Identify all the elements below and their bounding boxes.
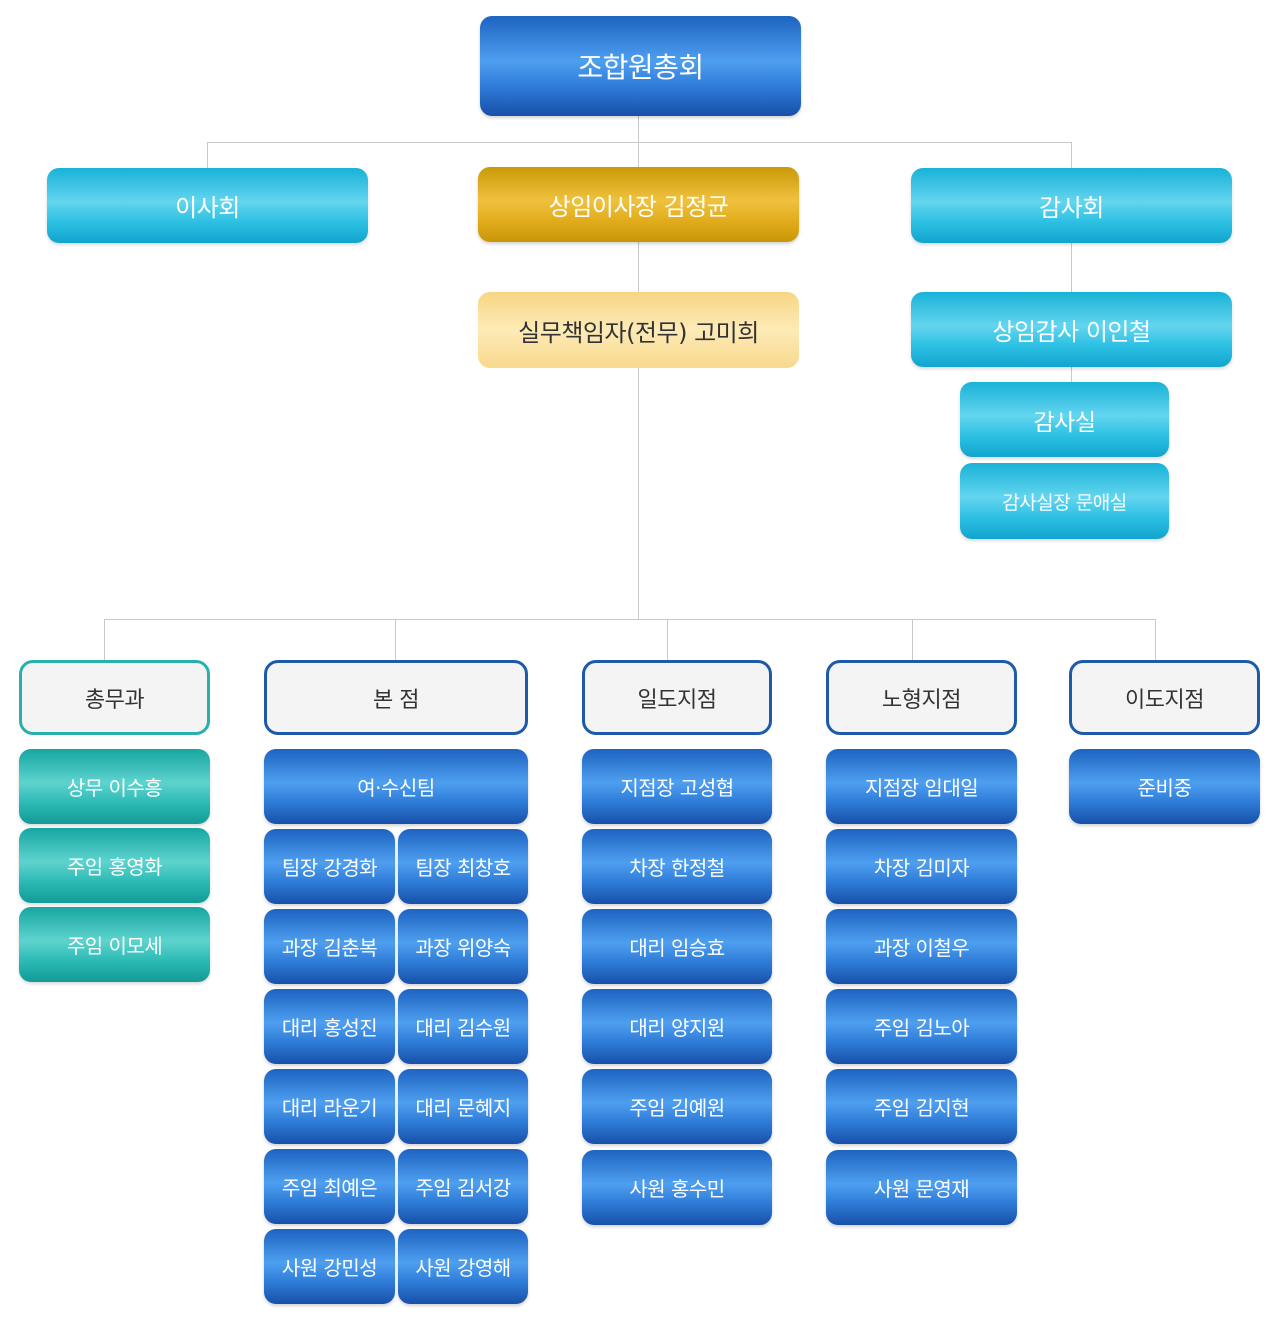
staff-box: 차장 한정철 (582, 829, 772, 904)
audit-committee-box: 감사회 (911, 168, 1232, 243)
connector-line (104, 619, 1156, 620)
connector-line (1155, 619, 1156, 662)
staff-box: 대리 라운기 (264, 1069, 395, 1144)
connector-line (104, 619, 105, 662)
executive-director-box: 실무책임자(전무) 고미희 (478, 292, 799, 368)
connector-line (1071, 142, 1072, 382)
chairman-box: 상임이사장 김정균 (478, 167, 799, 242)
general-assembly-box: 조합원총회 (480, 16, 801, 116)
staff-box: 과장 김춘복 (264, 909, 395, 984)
audit-office-box: 감사실 (960, 382, 1169, 457)
staff-box: 주임 홍영화 (19, 828, 210, 903)
staff-box: 대리 문혜지 (398, 1069, 528, 1144)
staff-box: 준비중 (1069, 749, 1260, 824)
staff-box: 대리 임승효 (582, 909, 772, 984)
audit-office-head-box: 감사실장 문애실 (960, 463, 1169, 539)
staff-box: 팀장 강경화 (264, 829, 395, 904)
connector-line (912, 619, 913, 662)
staff-box: 팀장 최창호 (398, 829, 528, 904)
dept-ido-branch: 이도지점 (1069, 660, 1260, 735)
staff-box: 사원 홍수민 (582, 1150, 772, 1225)
dept-nohyeong-branch: 노형지점 (826, 660, 1017, 735)
board-of-directors-box: 이사회 (47, 168, 368, 243)
staff-box: 대리 양지원 (582, 989, 772, 1064)
staff-box: 주임 김서강 (398, 1149, 528, 1224)
standing-auditor-box: 상임감사 이인철 (911, 292, 1232, 367)
staff-box: 대리 김수원 (398, 989, 528, 1064)
staff-box: 과장 이철우 (826, 909, 1017, 984)
connector-line (395, 619, 396, 662)
dept-head-office: 본 점 (264, 660, 528, 735)
staff-box: 대리 홍성진 (264, 989, 395, 1064)
dept-ildo-branch: 일도지점 (582, 660, 772, 735)
staff-box: 주임 김노아 (826, 989, 1017, 1064)
staff-box: 상무 이수흥 (19, 749, 210, 824)
connector-line (207, 142, 1071, 143)
staff-box: 과장 위양숙 (398, 909, 528, 984)
staff-box: 사원 강민성 (264, 1229, 395, 1304)
staff-box: 주임 김지현 (826, 1069, 1017, 1144)
deposit-team-box: 여·수신팀 (264, 749, 528, 824)
staff-box: 지점장 고성협 (582, 749, 772, 824)
staff-box: 주임 김예원 (582, 1069, 772, 1144)
staff-box: 지점장 임대일 (826, 749, 1017, 824)
connector-line (667, 619, 668, 662)
staff-box: 사원 문영재 (826, 1150, 1017, 1225)
staff-box: 주임 이모세 (19, 907, 210, 982)
dept-general-affairs: 총무과 (19, 660, 210, 735)
staff-box: 주임 최예은 (264, 1149, 395, 1224)
staff-box: 차장 김미자 (826, 829, 1017, 904)
staff-box: 사원 강영해 (398, 1229, 528, 1304)
connector-line (207, 142, 208, 169)
